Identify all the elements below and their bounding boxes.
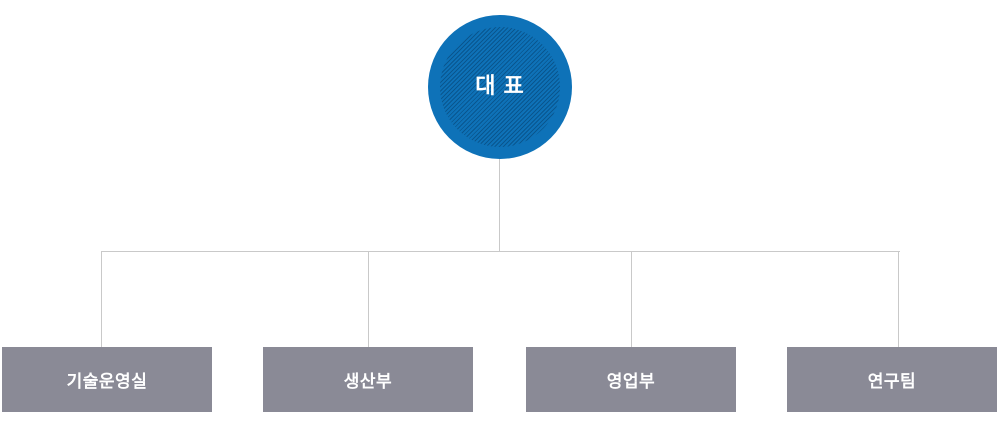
org-dept-box-tech-ops: 기술운영실 xyxy=(2,347,212,412)
connector-drop-4 xyxy=(898,251,899,347)
org-dept-label: 기술운영실 xyxy=(66,372,148,391)
connector-drop-3 xyxy=(631,251,632,347)
org-dept-box-sales: 영업부 xyxy=(526,347,736,412)
root-hatch-pattern xyxy=(440,27,560,147)
connector-horizontal-rail xyxy=(101,251,900,252)
connector-drop-1 xyxy=(101,251,102,347)
org-root-label: 대 표 xyxy=(475,73,525,98)
connector-drop-2 xyxy=(368,251,369,347)
connector-root-stem xyxy=(499,159,500,252)
org-dept-box-production: 생산부 xyxy=(263,347,473,412)
org-dept-box-research: 연구팀 xyxy=(787,347,997,412)
org-dept-label: 연구팀 xyxy=(867,372,917,391)
org-dept-label: 영업부 xyxy=(606,372,656,391)
org-dept-label: 생산부 xyxy=(343,372,393,391)
org-root-node: 대 표 xyxy=(428,15,572,159)
